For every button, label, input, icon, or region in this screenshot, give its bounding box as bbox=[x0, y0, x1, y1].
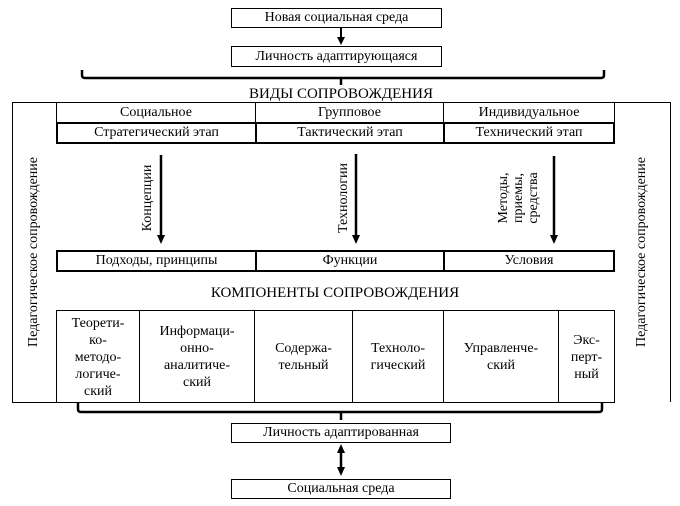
result-approaches: Подходы, принципы bbox=[56, 250, 257, 272]
component-content-line: тельный bbox=[278, 358, 329, 373]
component-informational: Информаци- онно- аналитиче- ский bbox=[140, 311, 255, 403]
type-social: Социальное bbox=[56, 102, 256, 123]
support-types-title: ВИДЫ СОПРОВОЖДЕНИЯ bbox=[249, 86, 433, 102]
adapted-person-box: Личность адаптированная bbox=[231, 423, 451, 443]
component-content-line: Содержа- bbox=[275, 341, 332, 356]
component-theoretical-line: методо- bbox=[74, 349, 122, 365]
type-group: Групповое bbox=[255, 102, 444, 123]
side-label-left: Педагогическое сопровождение bbox=[26, 157, 41, 347]
component-technological-line: гический bbox=[370, 358, 426, 373]
component-informational-line: ский bbox=[183, 375, 211, 390]
component-managerial-line: Управленче- bbox=[463, 341, 539, 356]
stage-technical: Технический этап bbox=[443, 122, 615, 144]
stage-technical-label: Технический этап bbox=[475, 125, 583, 140]
social-environment-label: Социальная среда bbox=[287, 481, 395, 496]
arrow-technologies bbox=[352, 154, 360, 244]
type-social-label: Социальное bbox=[120, 104, 192, 120]
result-functions: Функции bbox=[255, 250, 445, 272]
arrow-new-env-to-person bbox=[337, 28, 345, 45]
result-conditions: Условия bbox=[443, 250, 615, 272]
social-environment-box: Социальная среда bbox=[231, 479, 451, 499]
arrow-label-methods: Методы, приемы, средства bbox=[480, 160, 550, 236]
arrow-label-concepts: Концепции bbox=[140, 164, 155, 232]
component-theoretical-line: ский bbox=[84, 383, 112, 399]
adapting-person-box: Личность адаптирующаяся bbox=[231, 46, 442, 67]
adapted-person-label: Личность адаптированная bbox=[263, 425, 419, 440]
adapting-person-label: Личность адаптирующаяся bbox=[255, 48, 418, 64]
bottom-bracket bbox=[76, 403, 604, 414]
component-expert-line: перт- bbox=[570, 349, 603, 365]
top-bracket bbox=[80, 70, 606, 80]
stage-strategic-label: Стратегический этап bbox=[94, 125, 219, 140]
stage-strategic: Стратегический этап bbox=[56, 122, 257, 144]
arrow-label-methods-line-2: приемы, bbox=[511, 173, 526, 223]
new-social-environment-box: Новая социальная среда bbox=[231, 8, 442, 28]
component-expert-line: Экс- bbox=[573, 332, 600, 348]
new-social-environment-label: Новая социальная среда bbox=[264, 10, 409, 25]
double-arrow bbox=[337, 444, 345, 476]
type-group-label: Групповое bbox=[318, 104, 381, 120]
stage-tactical-label: Тактический этап bbox=[297, 125, 403, 140]
stage-tactical: Тактический этап bbox=[255, 122, 445, 144]
component-informational-line: Информаци- bbox=[159, 324, 235, 339]
component-expert: Экс- перт- ный bbox=[559, 311, 614, 403]
component-theoretical-line: ко- bbox=[89, 332, 107, 348]
component-technological-line: Техноло- bbox=[370, 341, 425, 356]
result-approaches-label: Подходы, принципы bbox=[95, 253, 218, 268]
result-conditions-label: Условия bbox=[504, 253, 554, 268]
components-title: КОМПОНЕНТЫ СОПРОВОЖДЕНИЯ bbox=[210, 285, 460, 301]
type-individual-label: Индивидуальное bbox=[478, 104, 580, 120]
arrow-concepts bbox=[157, 155, 165, 244]
component-informational-line: аналитиче- bbox=[163, 358, 231, 373]
result-functions-label: Функции bbox=[322, 253, 378, 268]
component-managerial: Управленче- ский bbox=[444, 311, 559, 403]
component-content: Содержа- тельный bbox=[255, 311, 353, 403]
component-theoretical-line: логиче- bbox=[75, 366, 121, 382]
type-individual: Индивидуальное bbox=[443, 102, 615, 123]
arrow-methods bbox=[550, 156, 558, 244]
component-informational-line: онно- bbox=[180, 341, 214, 356]
component-technological: Техноло- гический bbox=[353, 311, 444, 403]
side-label-right: Педагогическое сопровождение bbox=[634, 157, 649, 347]
component-managerial-line: ский bbox=[487, 358, 515, 373]
component-theoretical: Теорети- ко- методо- логиче- ский bbox=[57, 311, 140, 403]
arrow-label-methods-line-3: средства bbox=[526, 172, 541, 224]
components-table: Теорети- ко- методо- логиче- ский Информ… bbox=[56, 310, 615, 403]
arrow-label-methods-line-1: Методы, bbox=[496, 172, 511, 224]
component-theoretical-line: Теорети- bbox=[71, 315, 125, 331]
arrow-label-technologies: Технологии bbox=[336, 162, 351, 234]
component-expert-line: ный bbox=[574, 366, 599, 382]
